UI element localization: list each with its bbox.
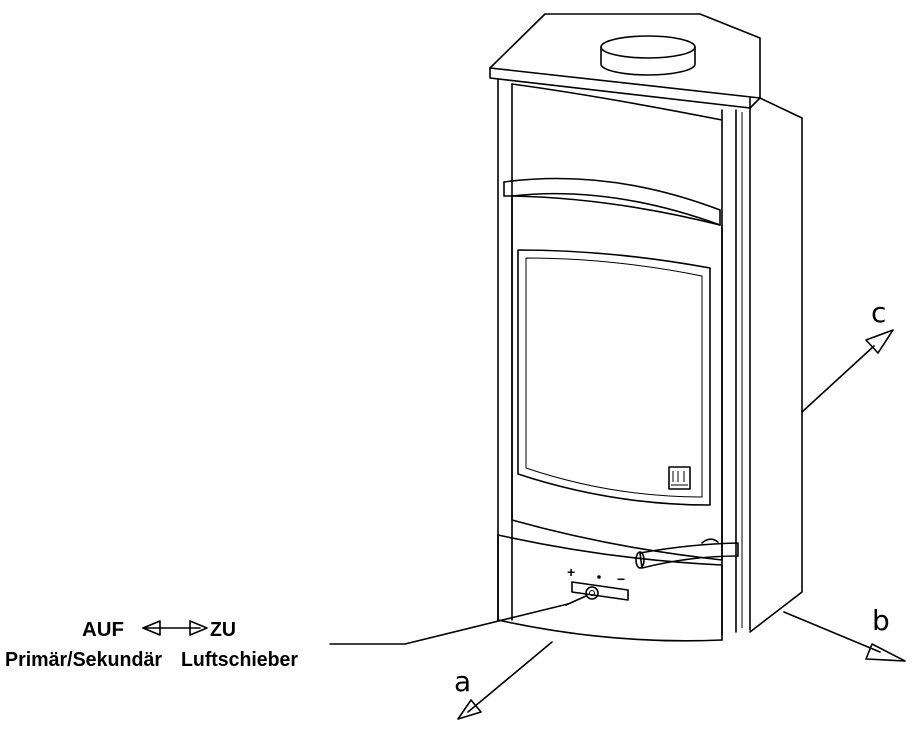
shelf	[503, 83, 723, 226]
slider-minus-mark: −	[617, 571, 625, 587]
ash-box	[497, 534, 723, 642]
label-open: AUF	[82, 619, 124, 641]
label-direction-c: c	[871, 296, 886, 329]
slider-leader-line	[329, 603, 569, 645]
flue-collar	[600, 35, 696, 76]
label-close: ZU	[210, 619, 236, 641]
stove-door	[511, 197, 723, 561]
stove-top-plate	[489, 13, 761, 109]
open-close-arrow	[142, 620, 208, 636]
arrow-a	[457, 641, 553, 720]
air-slider[interactable]	[565, 575, 629, 606]
arrow-c	[801, 329, 894, 413]
slider-plus-mark: +	[567, 564, 575, 580]
label-direction-a: a	[454, 665, 471, 698]
label-direction-b: b	[872, 604, 890, 637]
door-handle[interactable]	[635, 538, 739, 569]
label-primary-secondary: Primär/Sekundär	[5, 649, 162, 671]
label-air-slide: Luftschieber	[181, 649, 298, 671]
arrow-b	[783, 611, 906, 662]
